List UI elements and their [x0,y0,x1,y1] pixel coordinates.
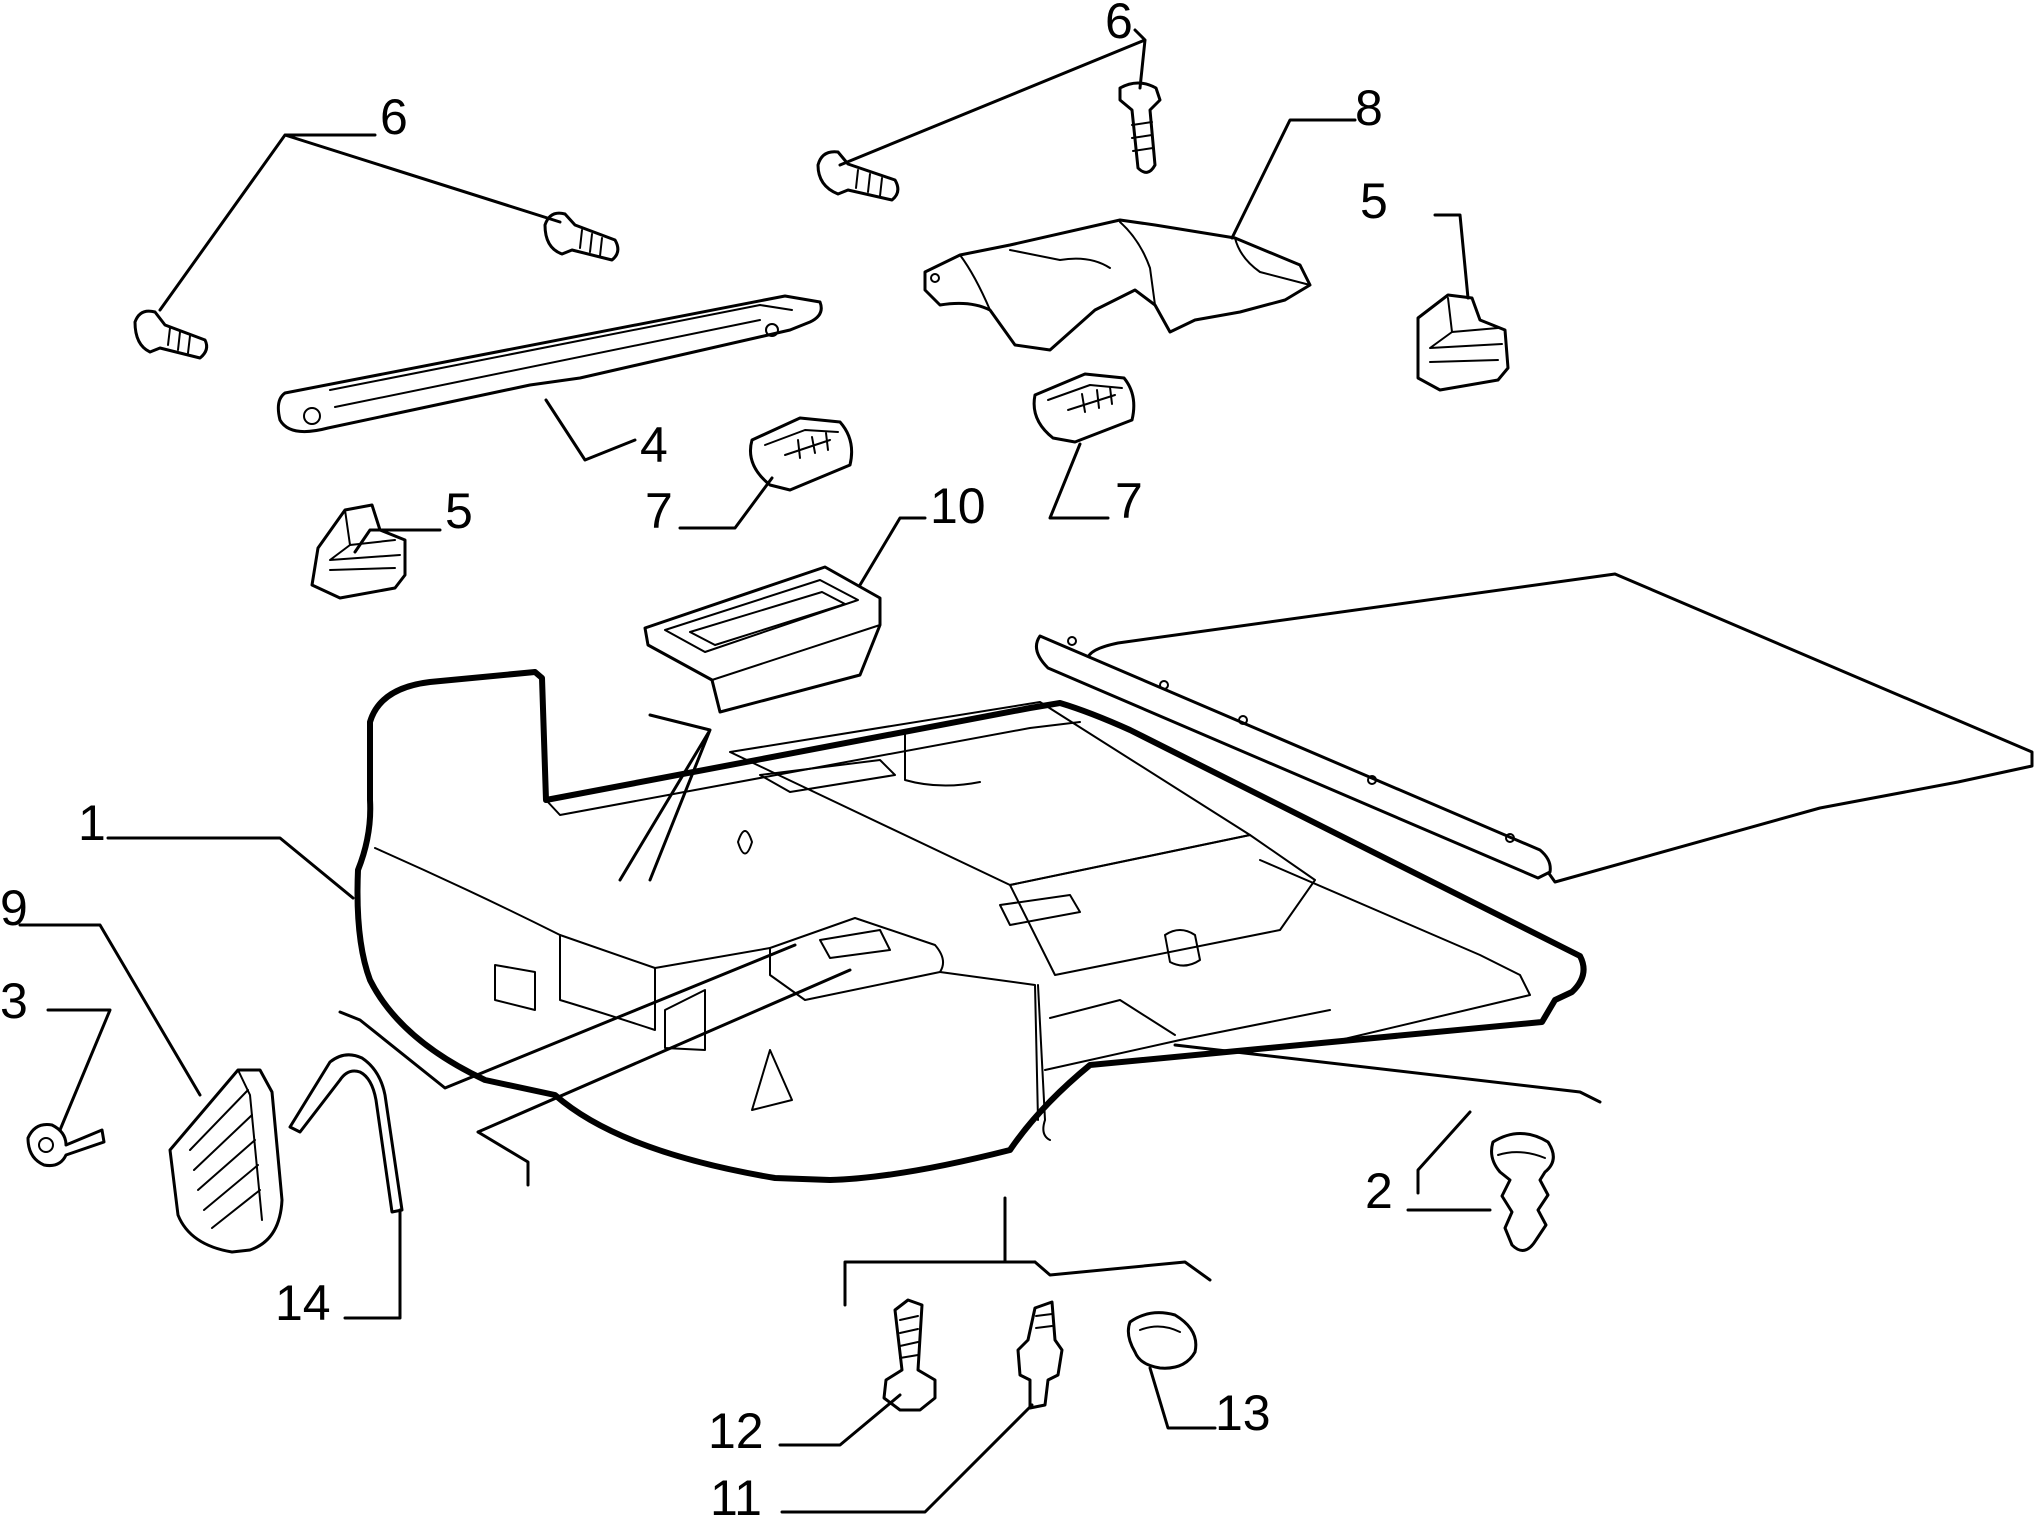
callout-8: 8 [1355,80,1383,136]
part-4-trim-strip [276,294,823,434]
part-7-buffer-left [749,416,854,492]
part-12-bolt [882,1298,937,1412]
part-7-buffer-right [1032,372,1136,444]
callout-6-top: 6 [1105,0,1133,49]
callout-3: 3 [0,973,28,1029]
callout-labels: 6 6 8 5 4 5 7 7 10 1 9 3 2 14 12 13 11 [0,0,1393,1519]
part-5-clip-left [310,503,407,600]
callout-7-left: 7 [645,483,673,539]
leader-lines [18,28,1602,1514]
part-5-clip-right [1416,293,1510,392]
part-2-push-pin [1490,1132,1555,1252]
callout-9: 9 [0,880,28,936]
callout-7-right: 7 [1115,473,1143,529]
callout-4: 4 [640,417,668,473]
parcel-shelf-panel [1034,572,2034,884]
callout-14: 14 [275,1275,331,1331]
callout-5-right: 5 [1360,173,1388,229]
part-14-bent-rod [288,1053,404,1214]
part-8-cover [923,218,1312,352]
callout-5-left: 5 [445,483,473,539]
part-6-screw-2 [543,211,620,262]
part-13-plug [1126,1311,1198,1370]
callout-6-left: 6 [380,89,408,145]
part-11-stud [1016,1300,1064,1410]
part-9-vent-grille [168,1068,284,1254]
callout-10: 10 [930,478,986,534]
callout-2: 2 [1365,1163,1393,1219]
part-10-storage-tray [643,565,882,714]
callout-13: 13 [1215,1385,1271,1441]
part-3-bolt [26,1123,106,1167]
luggage-compartment-lining [354,669,1587,1183]
part-6-screw-4 [1118,81,1162,174]
part-6-screw-3 [816,150,900,202]
part-6-screw-1 [133,309,209,360]
callout-12: 12 [708,1403,764,1459]
callout-1: 1 [78,795,106,851]
callout-11: 11 [710,1470,762,1519]
